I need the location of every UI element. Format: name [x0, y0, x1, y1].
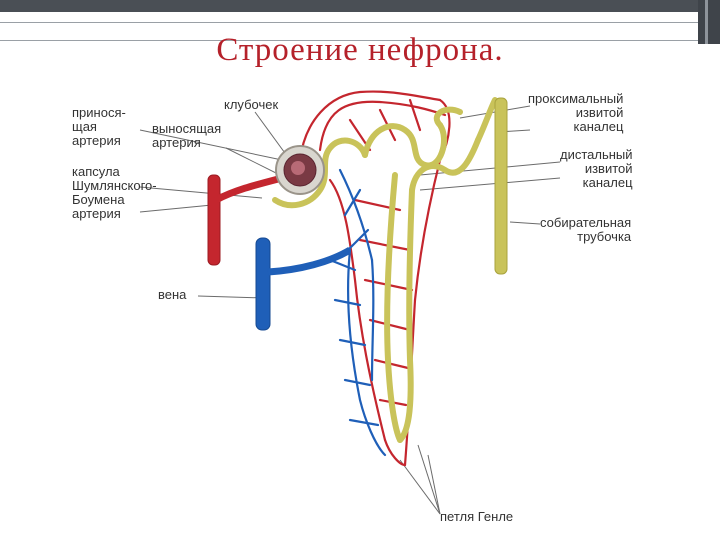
leader-distal [419, 161, 561, 176]
leader-capsule [139, 186, 263, 199]
label-efferent-artery: выносящая артерия [152, 121, 222, 150]
arterial-network [298, 90, 451, 467]
label-artery: артерия [72, 206, 121, 221]
renal-vein [255, 237, 352, 331]
label-afferent-artery: принося- щая артерия [72, 105, 126, 148]
leader-artery [139, 204, 213, 213]
afferent-artery [207, 174, 283, 266]
label-vein: вена [158, 287, 187, 302]
leader-loop-a [427, 454, 441, 515]
slide-header-bar [0, 0, 698, 12]
venous-network [328, 168, 387, 457]
label-collecting-duct: собирательная трубочка [540, 215, 632, 244]
slide-title: Строение нефрона. [216, 32, 504, 68]
label-loop-of-henle: петля Генле [440, 509, 514, 524]
label-capsule: капсула Шумлянского- Боумена [72, 164, 157, 207]
glomerulus [275, 145, 325, 195]
label-proximal-tubule: проксимальный извитой каналец [528, 91, 624, 134]
label-glomerulus: клубочек [224, 97, 279, 112]
slide-corner-stripe [705, 0, 708, 44]
collecting-duct [494, 97, 508, 275]
leader-afferent [139, 129, 283, 161]
leader-collecting [509, 221, 541, 225]
header-rule-bottom [0, 40, 698, 41]
label-distal-tubule: дистальный извитой каналец [560, 147, 633, 190]
leader-loop-b [399, 459, 441, 515]
leader-distal-b [419, 177, 561, 191]
slide-corner-block [698, 0, 720, 44]
leader-lines [139, 105, 561, 515]
leader-vein [197, 295, 266, 299]
nephron-tubule [272, 97, 498, 443]
leader-loop-c [417, 444, 441, 515]
header-rule-top [0, 22, 698, 23]
